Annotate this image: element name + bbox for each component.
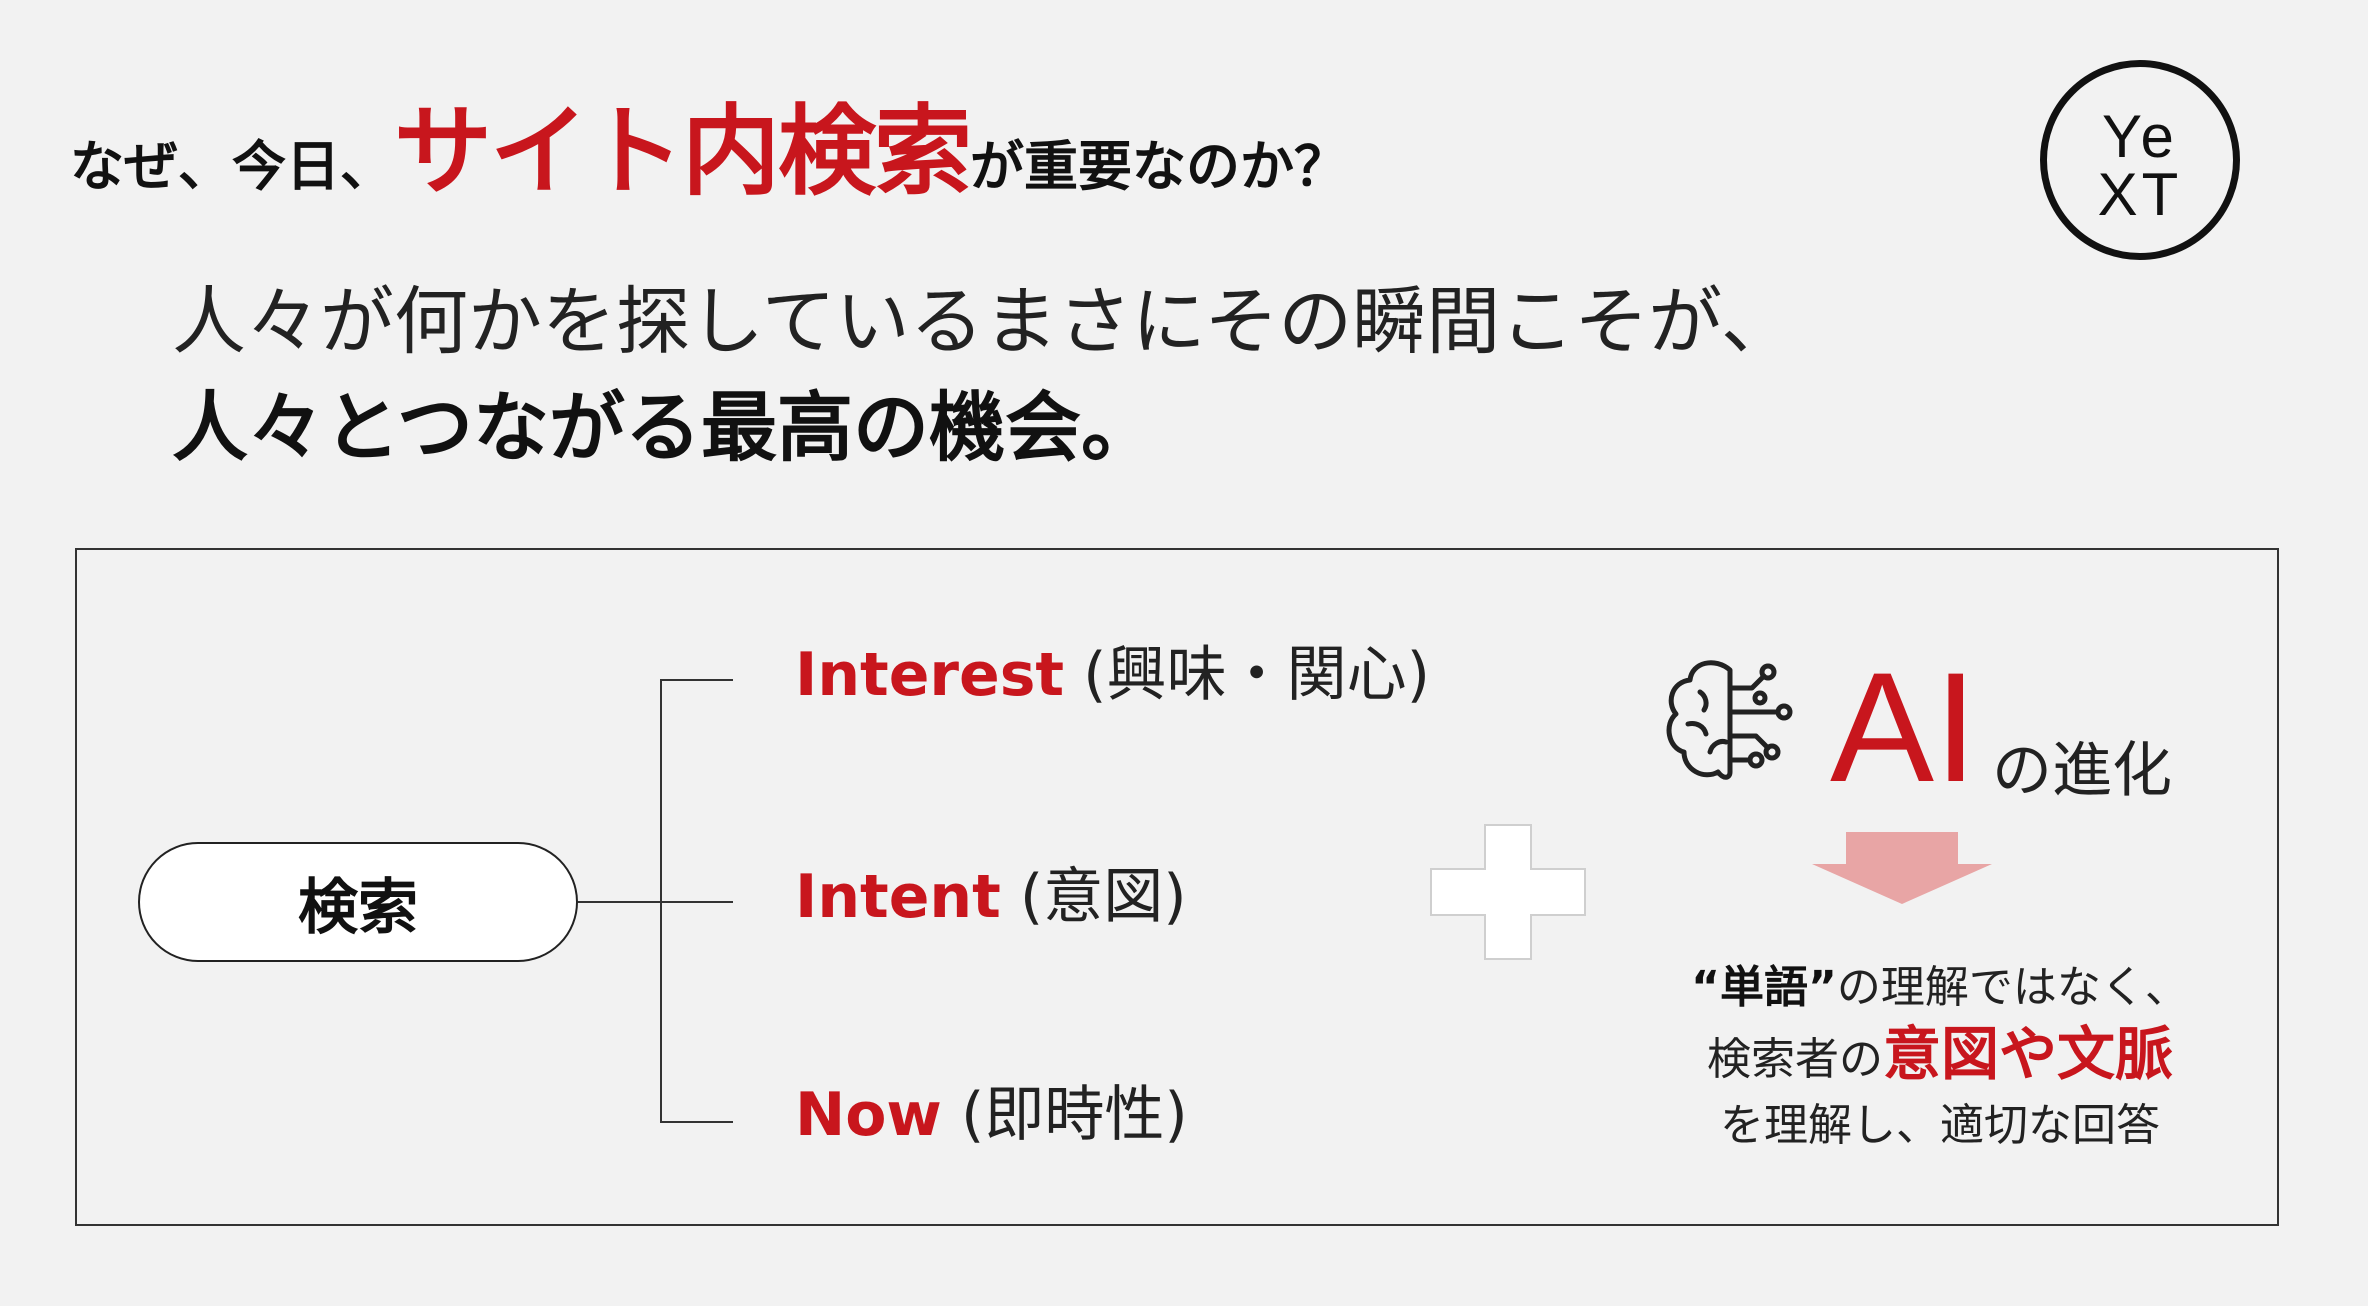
slide-title: なぜ、今日、サイト内検索が重要なのか？ [70, 72, 1348, 214]
desc-part2: 検索者の [1706, 1034, 1883, 1085]
desc-line1: “単語”の理解ではなく、 [1620, 955, 2260, 1021]
desc-line3: を理解し、適切な回答 [1620, 1093, 2260, 1159]
desc-highlight: 意図や文脈 [1882, 1020, 2173, 1088]
desc-line2: 検索者の意図や文脈 [1620, 1021, 2260, 1093]
item-note: (意図) [1000, 862, 1187, 932]
desc-part3: を理解し、適切な回答 [1720, 1100, 2160, 1151]
title-highlight: サイト内検索 [394, 95, 972, 209]
desc-bold-quote: “単語” [1691, 962, 1837, 1013]
item-intent: Intent (意図) [795, 862, 1187, 932]
brain-circuit-icon [1666, 660, 1793, 780]
connector-interest [660, 679, 733, 681]
ai-description: “単語”の理解ではなく、 検索者の意図や文脈 を理解し、適切な回答 [1620, 955, 2260, 1159]
item-keyword: Now [795, 1080, 942, 1150]
title-suffix: が重要なのか？ [970, 135, 1349, 198]
ai-heading-suffix: の進化 [1992, 736, 2172, 806]
down-arrow-icon [1812, 832, 1992, 904]
diagram-panel [75, 548, 2279, 1226]
yext-logo: Ye XT [2040, 60, 2240, 260]
title-prefix: なぜ、今日、 [70, 135, 394, 198]
lead-line1: 人々が何かを探しているまさにその瞬間こそが、 [172, 279, 1795, 365]
item-note: (興味・関心) [1064, 640, 1430, 710]
logo-line2: XT [2097, 161, 2183, 228]
ai-heading: AI [1830, 641, 1978, 815]
connector-intent [660, 901, 733, 903]
item-note: (即時性) [941, 1080, 1188, 1150]
item-keyword: Interest [795, 640, 1065, 710]
lead-line2: 人々とつながる最高の機会。 [172, 383, 1157, 472]
item-interest: Interest (興味・関心) [795, 640, 1430, 710]
logo-line1: Ye [2102, 103, 2178, 170]
item-now: Now (即時性) [795, 1080, 1188, 1150]
search-root-label: 検索 [298, 872, 418, 943]
search-root-node: 検索 [138, 842, 578, 962]
desc-part1: の理解ではなく、 [1836, 962, 2189, 1013]
connector-now [660, 1121, 733, 1123]
item-keyword: Intent [795, 862, 1001, 932]
connector-root [578, 901, 733, 903]
